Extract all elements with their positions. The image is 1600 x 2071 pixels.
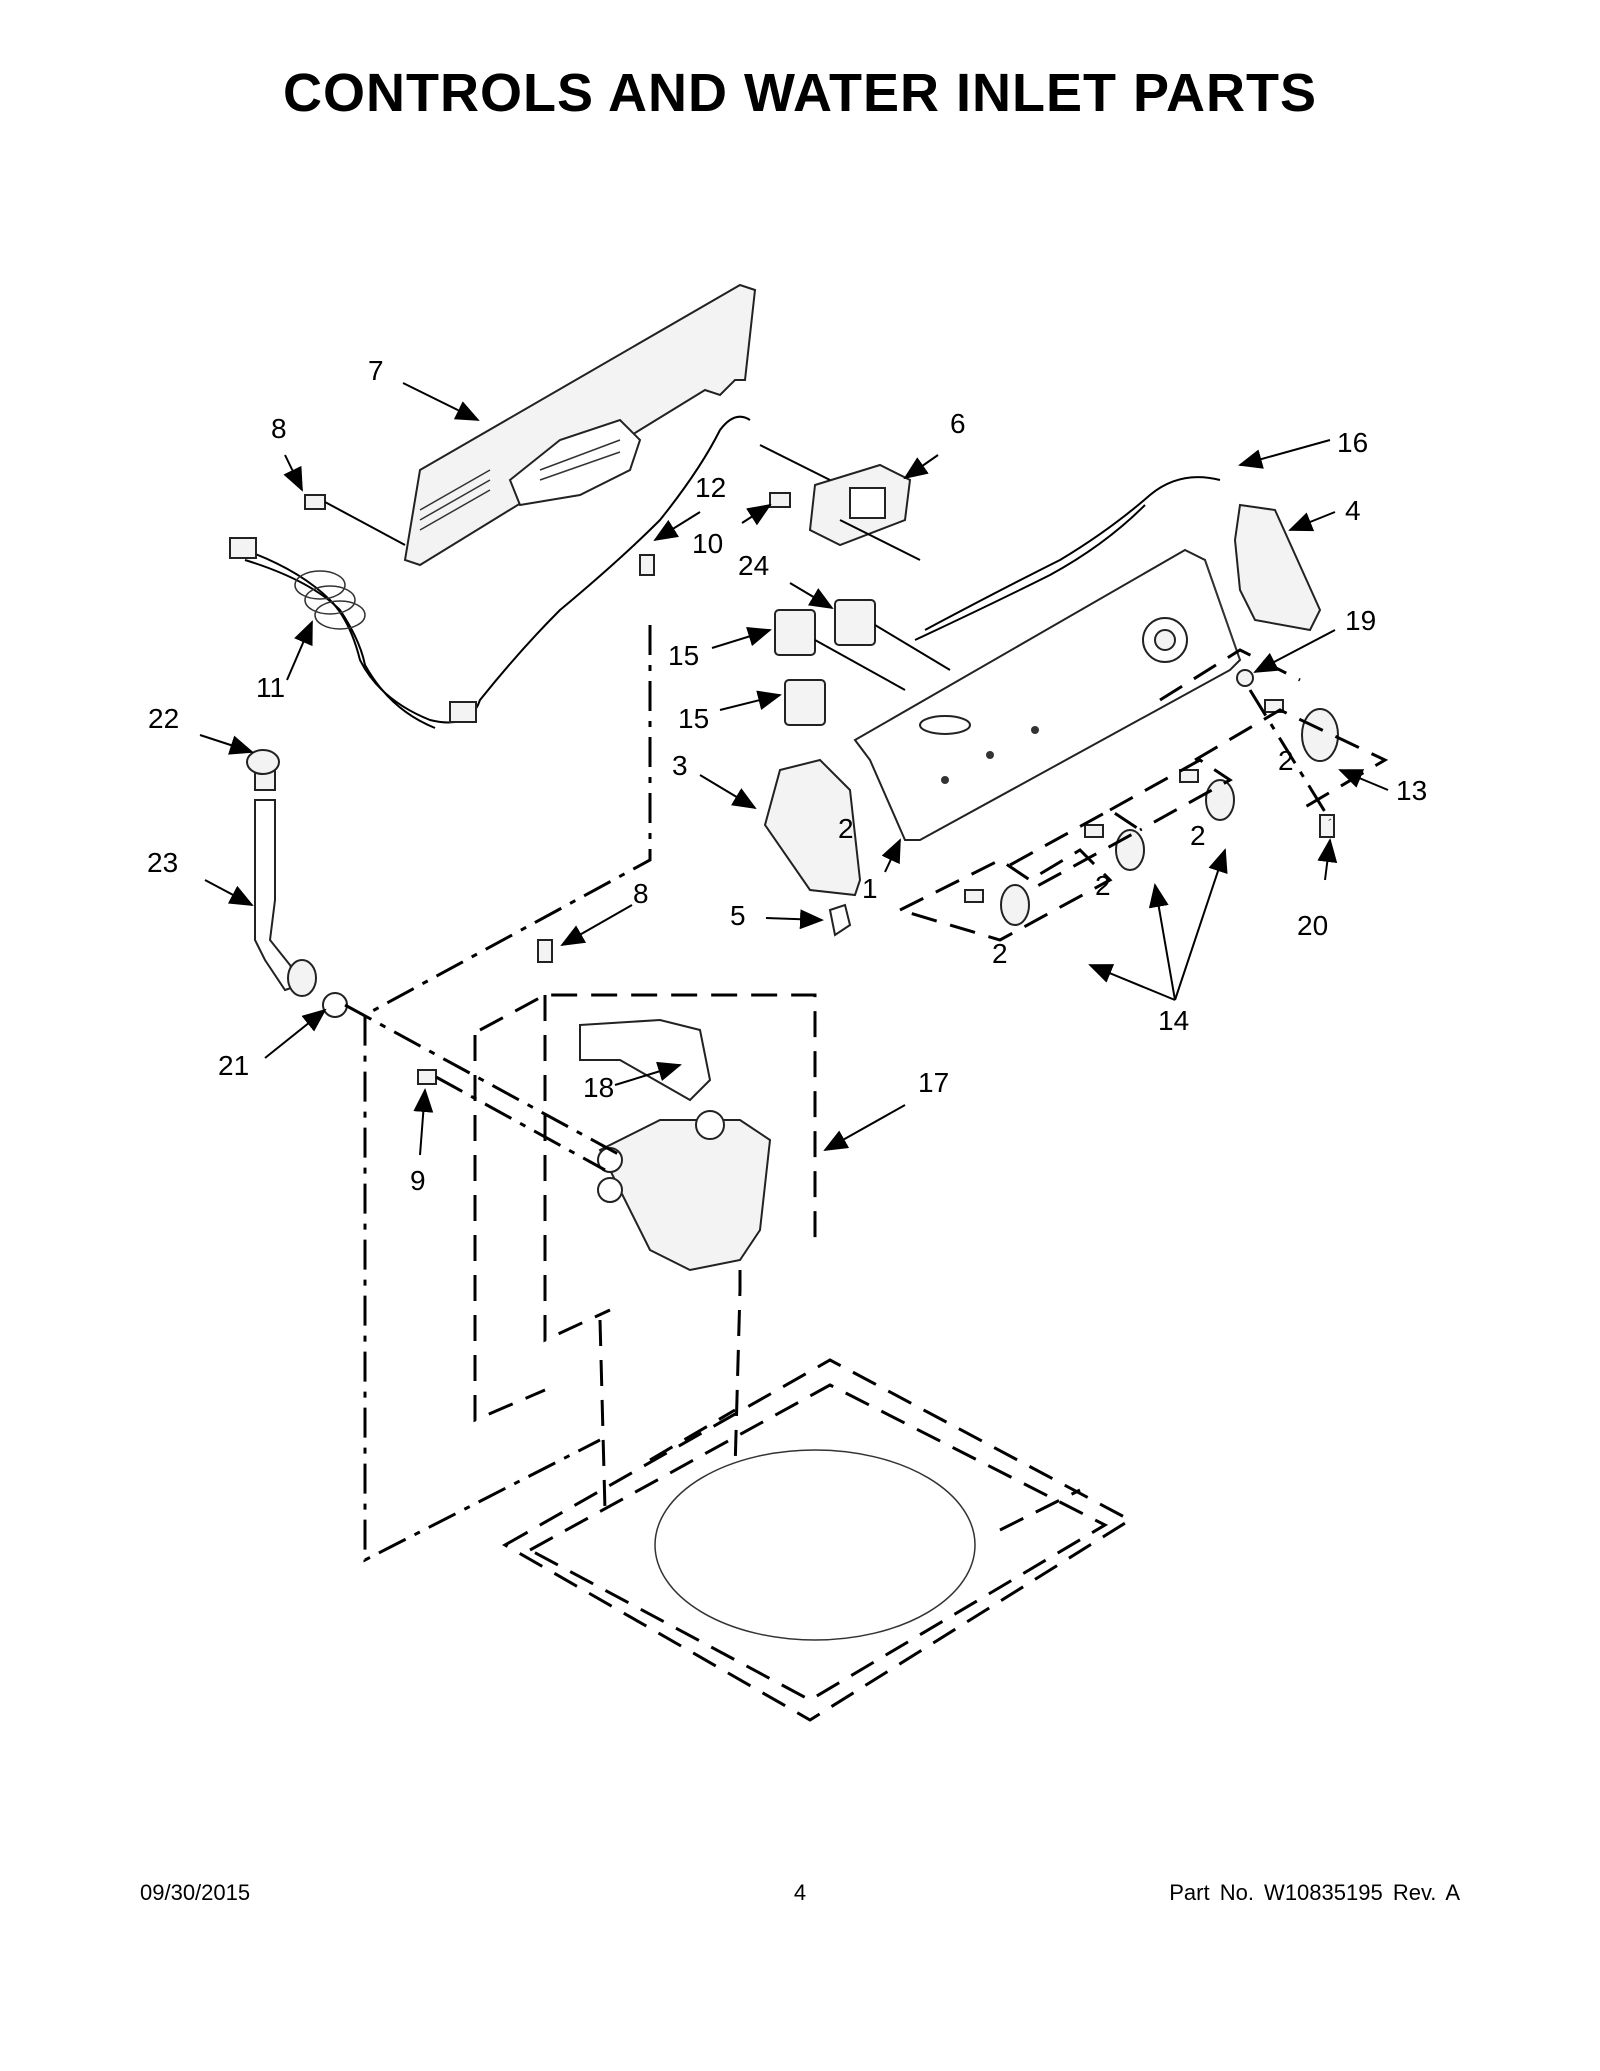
clip-part-5 (828, 903, 852, 937)
callout-6: 6 (950, 408, 966, 439)
callout-20: 20 (1297, 910, 1328, 941)
water-valve-part-17 (597, 1110, 772, 1272)
callout-13: 13 (1396, 775, 1427, 806)
callout-9: 9 (410, 1165, 426, 1196)
switch-part-24 (834, 599, 876, 646)
callout-8: 8 (633, 878, 649, 909)
screw-part-20 (1319, 814, 1335, 838)
callout-7: 7 (368, 355, 384, 386)
callout-12: 12 (695, 472, 726, 503)
callout-22: 22 (148, 703, 179, 734)
top-frame (501, 1358, 1133, 1722)
callout-10: 10 (692, 528, 723, 559)
footer-date: 09/30/2015 (140, 1880, 251, 1905)
page-title: CONTROLS AND WATER INLET PARTS (283, 63, 1317, 123)
footer-part-number: Part No. W10835195 Rev. A (1169, 1880, 1460, 1905)
knob-group-outline (899, 848, 1113, 942)
rear-panel-part-7 (403, 283, 757, 567)
callout-19: 19 (1345, 605, 1376, 636)
callout-5: 5 (730, 900, 746, 931)
callout-18: 18 (583, 1072, 614, 1103)
screw-part-19 (1236, 669, 1254, 687)
screw-part-9 (417, 1069, 437, 1085)
callout-21: 21 (218, 1050, 249, 1081)
switch-part-15-upper (774, 609, 816, 656)
callout-2: 2 (1278, 745, 1294, 776)
callout-24: 24 (738, 550, 769, 581)
callout-2: 2 (1095, 870, 1111, 901)
callout-14: 14 (1158, 1005, 1189, 1036)
knob-part-2-b (1205, 779, 1235, 821)
knob-part-2-d (1000, 884, 1030, 926)
power-cord-part-11 (229, 415, 751, 729)
screw-part-8-lower (537, 939, 553, 963)
callout-2: 2 (1190, 820, 1206, 851)
callout-11: 11 (256, 672, 285, 703)
strainer-part-22 (246, 749, 280, 775)
callout-17: 17 (918, 1067, 949, 1098)
callout-4: 4 (1345, 495, 1361, 526)
washer-part-21 (322, 992, 348, 1018)
callout-3: 3 (672, 750, 688, 781)
switch-part-15-lower (784, 679, 826, 726)
callout-16: 16 (1337, 427, 1368, 458)
screw-part-8-upper (304, 494, 326, 510)
callout-2: 2 (838, 813, 854, 844)
callout-15: 15 (678, 703, 709, 734)
wire-harness-part-16 (924, 476, 1221, 631)
callout-1: 1 (862, 873, 878, 904)
callout-2: 2 (992, 938, 1008, 969)
callout-15: 15 (668, 640, 699, 671)
callout-23: 23 (147, 847, 178, 878)
end-cap-part-4 (1233, 503, 1322, 632)
callout-8: 8 (271, 413, 287, 444)
console-part-1 (853, 548, 1242, 841)
control-board-part-6 (808, 463, 912, 547)
cover-part-3 (763, 758, 862, 897)
footer-page-number: 4 (793, 1880, 807, 1905)
screw-part-10 (769, 492, 791, 508)
callout-leaders (199, 382, 1389, 1156)
inlet-hose-part-23 (254, 764, 317, 997)
valve-assembly-outline (479, 993, 817, 1240)
knob-part-2-a (1301, 708, 1339, 762)
screw-part-12 (639, 554, 655, 576)
